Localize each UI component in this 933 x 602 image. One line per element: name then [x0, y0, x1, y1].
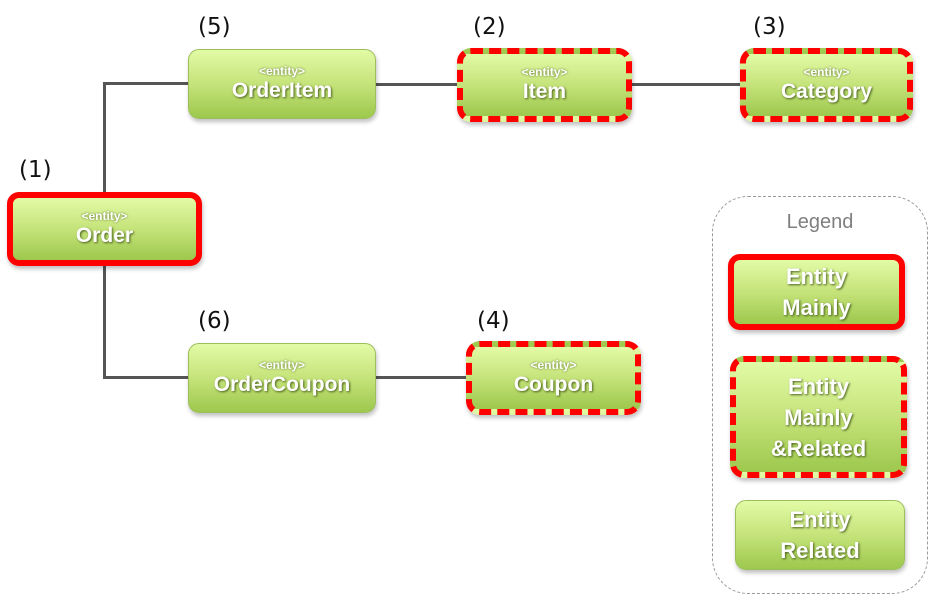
legend-item-line: Mainly	[782, 295, 851, 320]
entity-node-item[interactable]: <entity> Item	[457, 48, 632, 122]
entity-node-order[interactable]: <entity> Order	[7, 192, 202, 266]
connector-order-orderitem-horizontal	[103, 82, 190, 85]
entity-name: OrderCoupon	[213, 373, 351, 396]
legend-item-entity-mainly: Entity Mainly	[728, 254, 905, 330]
entity-node-ordercoupon[interactable]: <entity> OrderCoupon	[188, 343, 376, 413]
legend-title: Legend	[786, 211, 854, 233]
legend: Legend	[712, 196, 928, 594]
connector-order-orderitem-vertical	[103, 82, 106, 198]
entity-node-orderitem[interactable]: <entity> OrderItem	[188, 49, 376, 119]
entity-name: Coupon	[513, 373, 594, 396]
stereotype-label: <entity>	[81, 209, 128, 223]
legend-item-entity-related: Entity Related	[735, 500, 905, 570]
legend-item-line: Related	[780, 538, 860, 563]
legend-item-line: Entity	[787, 373, 850, 399]
stereotype-label: <entity>	[530, 358, 577, 372]
entity-node-coupon[interactable]: <entity> Coupon	[466, 341, 641, 415]
stereotype-label: <entity>	[803, 65, 850, 79]
connector-ordercoupon-coupon	[376, 376, 471, 379]
node-number-orderitem: (5)	[198, 14, 231, 40]
connector-item-category	[628, 83, 743, 86]
entity-name: Category	[780, 80, 873, 103]
node-number-item: (2)	[473, 14, 506, 40]
legend-item-line: Mainly	[784, 404, 853, 430]
stereotype-label: <entity>	[258, 64, 306, 78]
connector-order-ordercoupon-horizontal	[103, 376, 190, 379]
legend-item-entity-mainly-related: Entity Mainly &Related	[730, 356, 907, 478]
node-number-category: (3)	[753, 14, 786, 40]
node-number-ordercoupon: (6)	[198, 308, 231, 334]
node-number-order: (1)	[19, 157, 52, 183]
stereotype-label: <entity>	[521, 65, 568, 79]
connector-orderitem-item	[376, 83, 462, 86]
connector-order-ordercoupon-vertical	[103, 265, 106, 379]
node-number-coupon: (4)	[477, 308, 510, 334]
entity-node-category[interactable]: <entity> Category	[740, 48, 913, 122]
entity-name: Order	[75, 224, 134, 247]
legend-item-line: Entity	[785, 264, 848, 289]
stereotype-label: <entity>	[258, 358, 306, 372]
entity-name: Item	[522, 80, 567, 103]
legend-item-line: Entity	[789, 507, 851, 532]
legend-item-line: &Related	[770, 435, 867, 461]
entity-name: OrderItem	[231, 79, 333, 102]
